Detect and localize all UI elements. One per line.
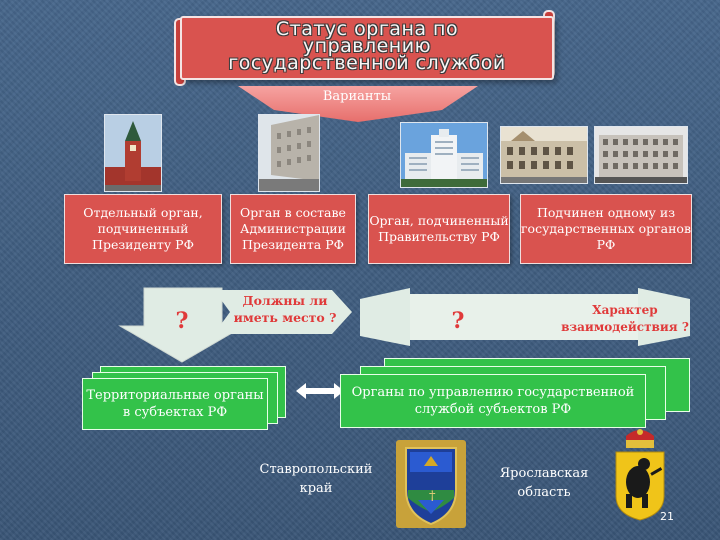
title-line-2: управлению [302, 34, 432, 57]
administration-building-photo [258, 114, 320, 192]
question-mark-middle: ? [451, 308, 465, 334]
stavropol-label: Ставропольский край [259, 462, 373, 496]
regional-bodies-label: Органы по управлению государственной слу… [351, 385, 635, 417]
question-mark-left: ? [175, 308, 189, 334]
should-exist-label: Должны ли иметь место ? [233, 293, 337, 325]
should-exist-arrow [214, 290, 352, 334]
variants-arrow [238, 86, 478, 122]
title-banner [180, 16, 554, 80]
option-box-administration: Орган в составе Администрации Президента… [230, 194, 356, 264]
double-arrow [360, 288, 690, 346]
option-label-government: Орган, подчиненный Правительству РФ [369, 213, 509, 244]
yaroslavl-label: Ярославская область [499, 466, 589, 500]
kremlin-tower-photo [104, 114, 162, 192]
building-photo-2 [594, 126, 688, 184]
white-house-photo [400, 122, 488, 188]
title-line-1: Статус органа по [275, 17, 459, 40]
regional-card-front: Органы по управлению государственной слу… [340, 374, 646, 428]
variants-label: Варианты [322, 89, 392, 104]
connector-arrow [296, 383, 344, 399]
stavropol-coat-of-arms-icon: † [396, 440, 466, 528]
option-label-state-body: Подчинен одному из государственных орган… [521, 205, 691, 252]
svg-text:†: † [429, 489, 436, 504]
option-box-president: Отдельный орган, подчиненный Президенту … [64, 194, 222, 264]
page-number: 21 [660, 510, 674, 523]
option-label-administration: Орган в составе Администрации Президента… [240, 205, 346, 252]
territorial-bodies-label: Территориальные органы в субъектах РФ [86, 388, 264, 420]
option-label-president: Отдельный орган, подчиненный Президенту … [83, 205, 203, 252]
title-line-3: государственной службой [228, 51, 506, 74]
option-box-state-body: Подчинен одному из государственных орган… [520, 194, 692, 264]
interaction-nature-label: Характер взаимодействия ? [561, 303, 689, 334]
building-photo-1 [500, 126, 588, 184]
option-box-government: Орган, подчиненный Правительству РФ [368, 194, 510, 264]
yaroslavl-coat-of-arms-icon [615, 429, 665, 521]
territorial-card-front: Территориальные органы в субъектах РФ [82, 378, 268, 430]
page-title: Статус органа по управлению государствен… [180, 16, 554, 76]
